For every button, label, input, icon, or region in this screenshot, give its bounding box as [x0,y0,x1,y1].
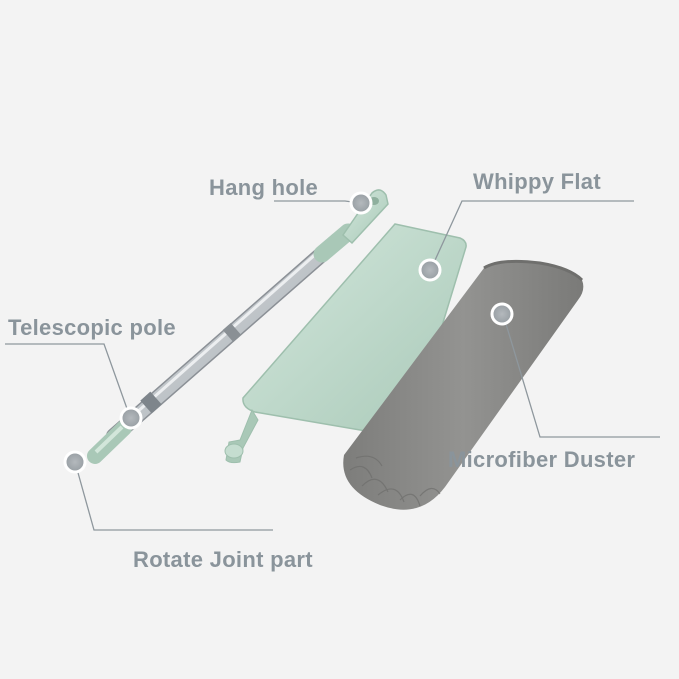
telescopic-pole-label: Telescopic pole [8,315,176,340]
marker-whippy-flat [418,258,442,282]
hang-hole-label: Hang hole [209,175,319,200]
leader-lines [5,200,660,531]
microfiber-duster [343,259,584,510]
marker-microfiber-duster [490,302,514,326]
marker-rotate-joint [63,450,87,474]
rotate-joint-label: Rotate Joint part [133,547,313,572]
marker-hang-hole [349,191,373,215]
marker-telescopic-pole [119,406,143,430]
whippy-flat-label: Whippy Flat [473,169,601,194]
marker-dots [63,191,514,474]
telescopic-pole [87,223,357,464]
microfiber-duster-label: Microfiber Duster [448,447,636,472]
